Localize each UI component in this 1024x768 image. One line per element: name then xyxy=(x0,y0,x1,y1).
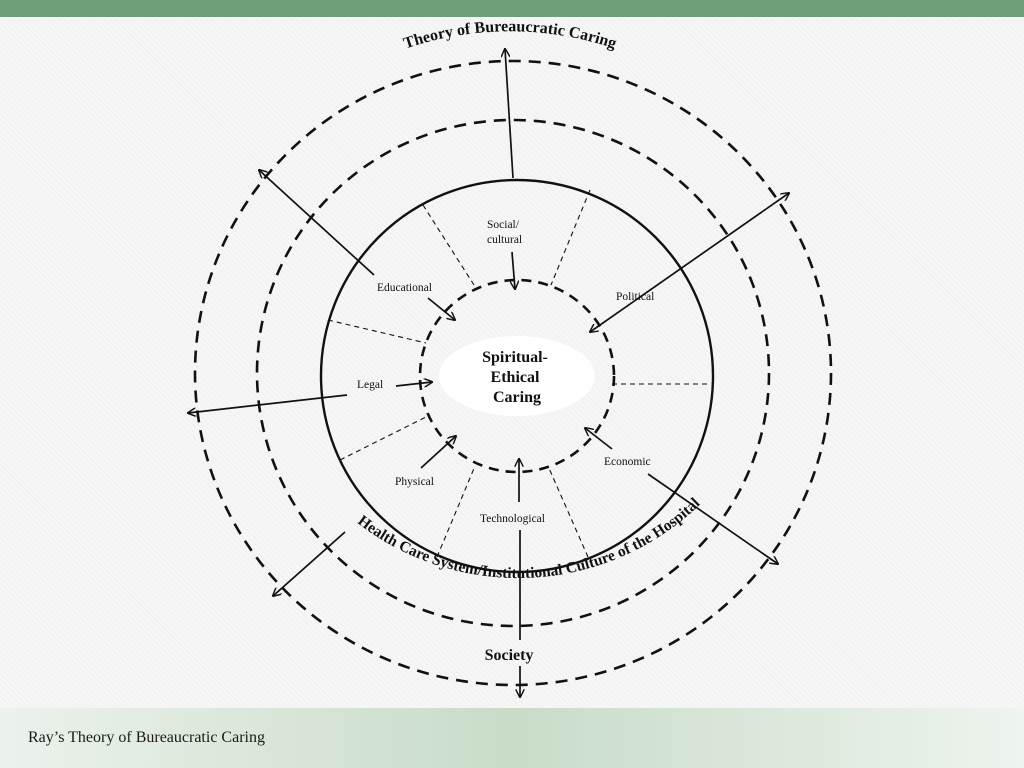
outer-society-circle xyxy=(193,59,833,687)
label-technological: Technological xyxy=(480,513,545,525)
label-physical: Physical xyxy=(395,476,434,488)
top-accent-bar xyxy=(0,0,1024,17)
arrows xyxy=(188,49,789,697)
label-economic: Economic xyxy=(604,456,651,468)
society-label: Society xyxy=(485,647,534,664)
label-legal: Legal xyxy=(357,379,383,391)
center-label: Spiritual- Ethical Caring xyxy=(482,349,552,406)
arrow-educational-inner xyxy=(427,297,455,320)
arrow-economic-in xyxy=(585,428,613,450)
center-highlight xyxy=(439,336,595,416)
label-political: Political xyxy=(616,291,654,303)
label-social-cultural: Social/ cultural xyxy=(487,219,522,246)
arrow-social-down xyxy=(512,251,515,289)
sector-dividers xyxy=(327,189,711,558)
arrow-political xyxy=(590,193,789,332)
label-educational: Educational xyxy=(377,282,432,294)
center-circle xyxy=(418,278,616,474)
arrow-economic-out xyxy=(647,473,778,564)
arrow-physical-out xyxy=(273,531,346,596)
footer-caption: Ray’s Theory of Bureaucratic Caring xyxy=(28,729,265,746)
arrow-legal-out xyxy=(188,394,348,413)
arrow-legal-in xyxy=(395,382,432,386)
dimensions-circle xyxy=(319,178,715,574)
diagram-title: Theory of Bureaucratic Caring xyxy=(401,18,618,52)
footer-bar: Ray’s Theory of Bureaucratic Caring xyxy=(0,708,1024,768)
arrow-physical-in xyxy=(420,436,456,469)
health-care-system-circle xyxy=(255,118,771,628)
arrow-educational xyxy=(259,170,375,276)
arrow-social-up xyxy=(505,49,514,179)
